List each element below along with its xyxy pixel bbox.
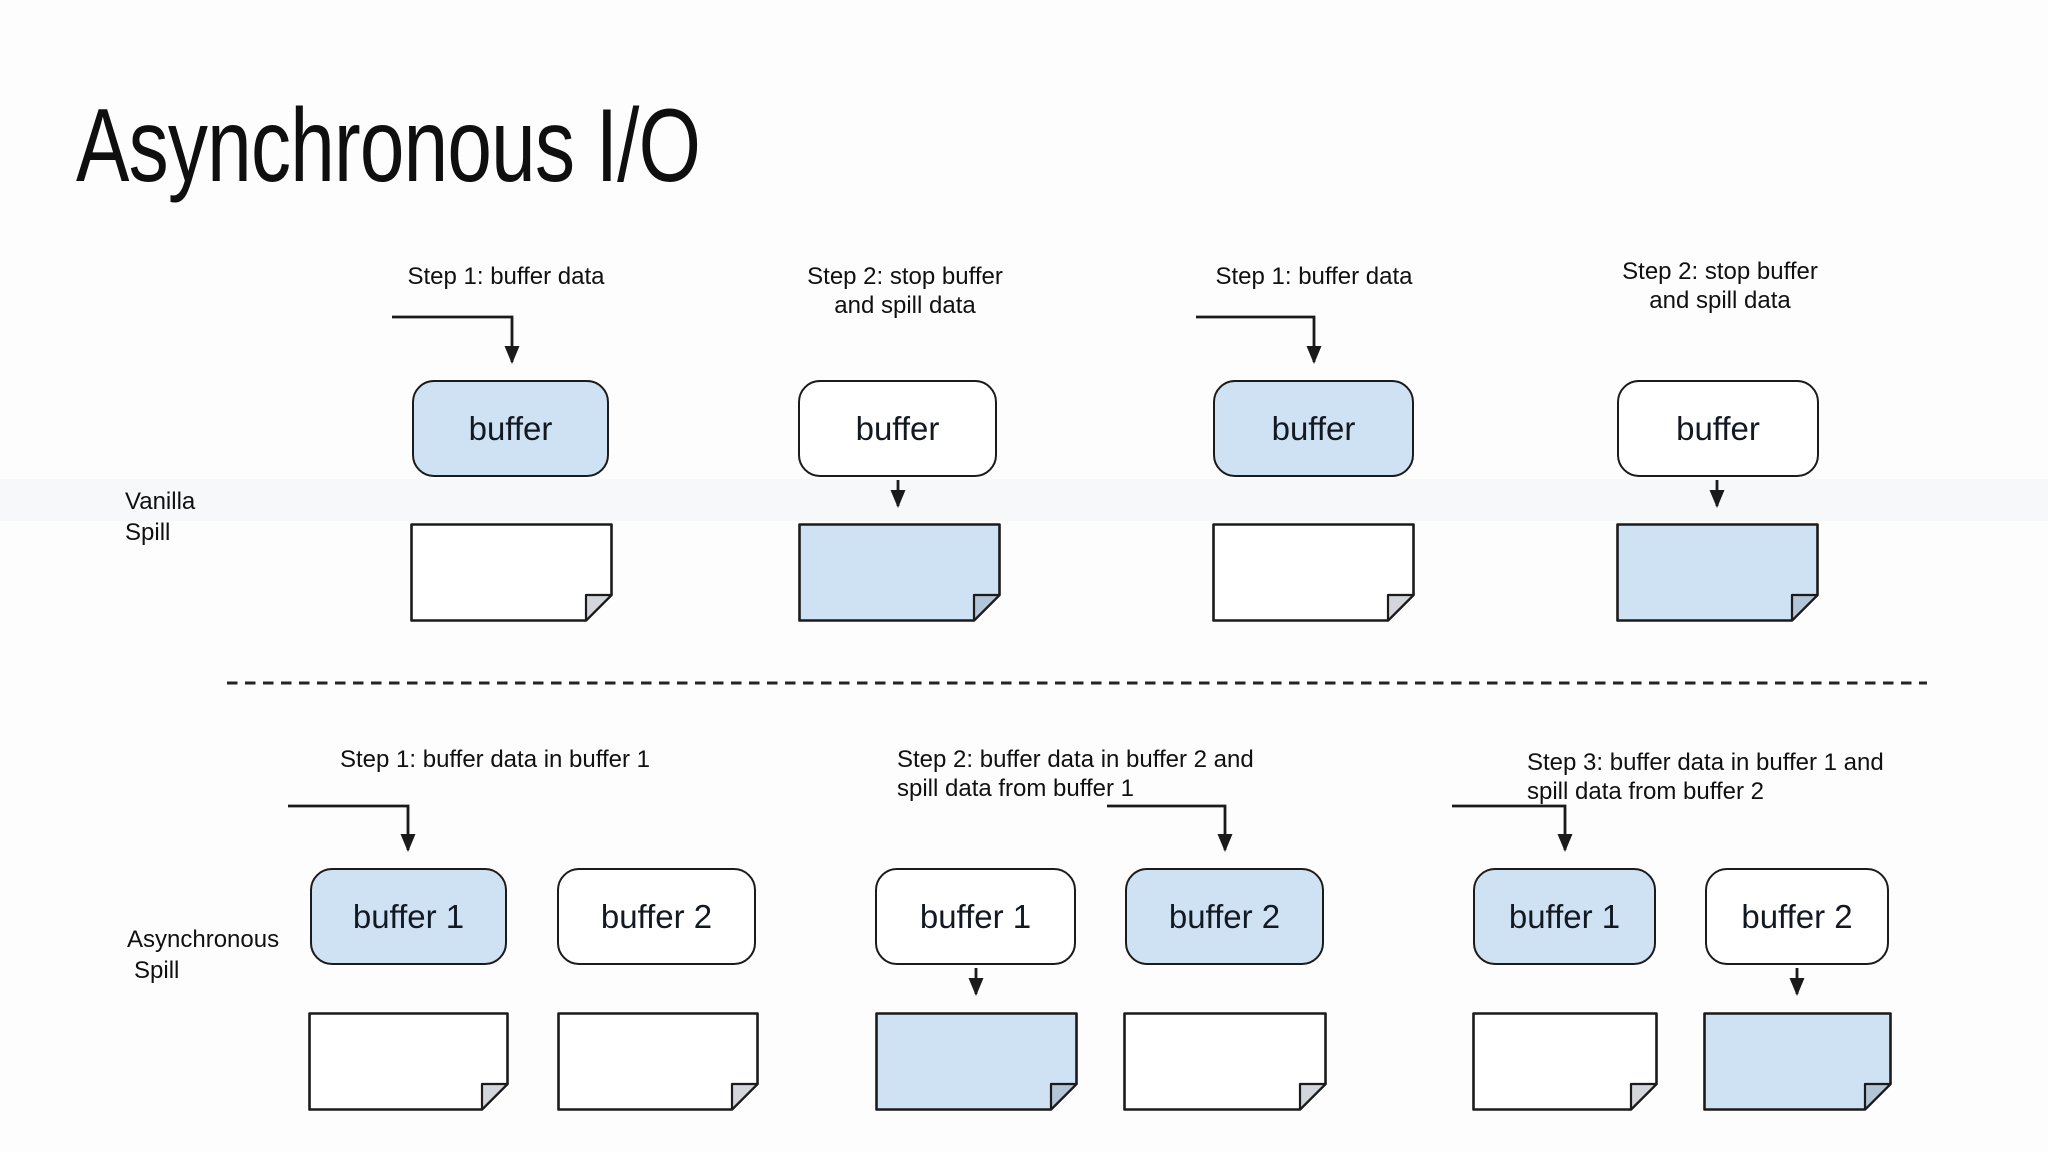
spill-file-col1 xyxy=(410,523,613,622)
spill-file-g3-d1 xyxy=(1472,1012,1658,1111)
row-label-line2: Spill xyxy=(125,519,171,546)
spill-file-col2 xyxy=(798,523,1001,622)
buffer-box-col1: buffer xyxy=(412,380,609,477)
step-label-line1: Step 2: buffer data in buffer 2 and xyxy=(897,746,1254,773)
step-label-line2: spill data from buffer 2 xyxy=(1527,778,1765,805)
row-label-line1: Vanilla xyxy=(125,488,196,515)
buffer-box-col3: buffer xyxy=(1213,380,1414,477)
arrow-into-buffer1-group3 xyxy=(1452,804,1573,852)
buffer-box-label: buffer 1 xyxy=(352,897,465,935)
step-label-line1: Step 3: buffer data in buffer 1 and xyxy=(1527,749,1884,776)
row-label-line2: Spill xyxy=(134,957,180,984)
buffer-box-label: buffer 2 xyxy=(1741,897,1853,935)
buffer1-box-group1: buffer 1 xyxy=(310,868,507,965)
buffer-box-col2: buffer xyxy=(798,380,997,477)
spill-file-g2-d1 xyxy=(875,1012,1078,1111)
spill-file-col3 xyxy=(1212,523,1415,622)
buffer-box-label: buffer 1 xyxy=(1508,897,1621,935)
step-label-col2: Step 2: stop buffer and spill data xyxy=(745,262,1065,320)
buffer-box-label: buffer xyxy=(1271,409,1356,447)
buffer2-box-group3: buffer 2 xyxy=(1705,868,1889,965)
step-label-line1: Step 1: buffer data in buffer 1 xyxy=(340,746,651,773)
arrow-into-buffer-col1 xyxy=(392,315,520,364)
spill-file-g3-d2 xyxy=(1703,1012,1892,1111)
buffer2-box-group2: buffer 2 xyxy=(1125,868,1324,965)
step-label-col1: Step 1: buffer data xyxy=(346,262,666,291)
buffer-box-label: buffer 1 xyxy=(919,897,1032,935)
buffer1-box-group3: buffer 1 xyxy=(1473,868,1656,965)
step-label-group3: Step 3: buffer data in buffer 1 and spil… xyxy=(1527,748,2007,806)
step-label-group1: Step 1: buffer data in buffer 1 xyxy=(340,745,820,774)
step-label-line2: spill data from buffer 1 xyxy=(897,775,1135,802)
step-label-line2: and spill data xyxy=(834,292,976,319)
arrow-into-buffer1-group1 xyxy=(288,804,416,852)
buffer-box-label: buffer xyxy=(1676,409,1760,447)
arrow-into-buffer-col3 xyxy=(1196,315,1322,364)
buffer-box-label: buffer 2 xyxy=(1168,897,1281,935)
spill-file-g2-d2 xyxy=(1123,1012,1327,1111)
buffer-box-label: buffer xyxy=(468,409,553,447)
buffer1-box-group2: buffer 1 xyxy=(875,868,1076,965)
row-label-line1: Asynchronous xyxy=(127,926,280,953)
step-label-line1: Step 1: buffer data xyxy=(1215,263,1413,290)
spill-file-g1-d1 xyxy=(308,1012,509,1111)
step-label-line1: Step 1: buffer data xyxy=(407,263,605,290)
slide-title: Asynchronous I/O xyxy=(76,88,701,204)
spill-file-g1-d2 xyxy=(557,1012,759,1111)
buffer-box-label: buffer 2 xyxy=(600,897,713,935)
buffer-box-label: buffer xyxy=(855,409,940,447)
spill-file-col4 xyxy=(1616,523,1819,622)
buffer-box-col4: buffer xyxy=(1617,380,1819,477)
step-label-line1: Step 2: stop buffer xyxy=(1622,258,1818,285)
step-label-line2: and spill data xyxy=(1649,287,1791,314)
row-label-asynchronous-spill: Asynchronous Spill xyxy=(127,924,279,986)
step-label-line1: Step 2: stop buffer xyxy=(807,263,1003,290)
step-label-col4: Step 2: stop buffer and spill data xyxy=(1560,257,1880,315)
row-label-vanilla-spill: Vanilla Spill xyxy=(125,486,195,548)
step-label-col3: Step 1: buffer data xyxy=(1154,262,1474,291)
buffer2-box-group1: buffer 2 xyxy=(557,868,756,965)
arrow-into-buffer2-group2 xyxy=(1107,804,1233,852)
background-band xyxy=(0,479,2048,521)
step-label-group2: Step 2: buffer data in buffer 2 and spil… xyxy=(897,745,1377,803)
